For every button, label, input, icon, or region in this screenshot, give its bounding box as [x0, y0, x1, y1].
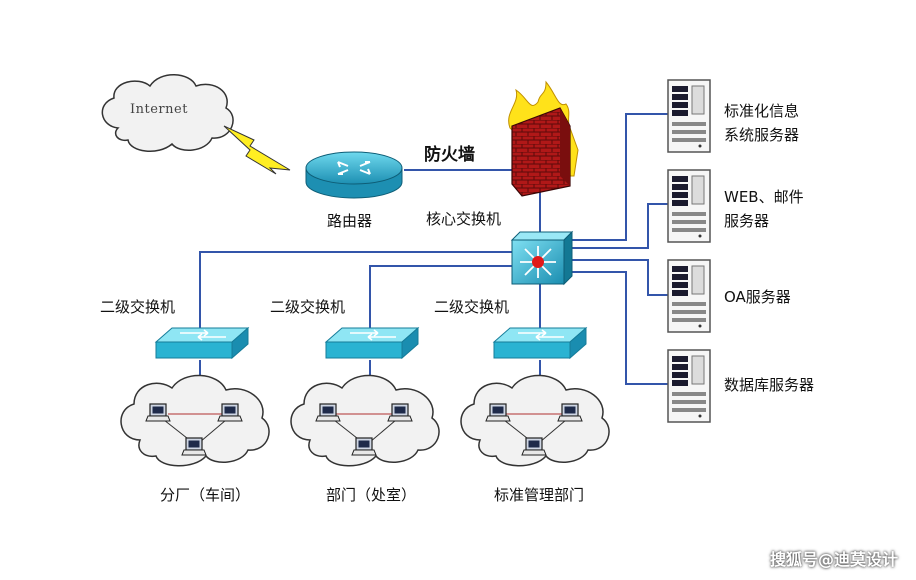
laptop-icon: [521, 437, 547, 456]
internet-cloud: [101, 74, 234, 152]
laptop-icon: [485, 403, 511, 422]
firewall-icon: [508, 80, 579, 197]
core-switch2-link: [369, 265, 512, 330]
core-switch-icon: [510, 230, 574, 286]
server-icon: [667, 259, 711, 333]
group-label: 分厂（车间）: [160, 486, 251, 504]
server-label: 系统服务器: [724, 126, 800, 144]
laptop-icon: [145, 403, 171, 422]
laptop-icon: [181, 437, 207, 456]
internet-label: Internet: [130, 102, 188, 117]
server-label: 服务器: [724, 212, 770, 230]
router-label: 路由器: [327, 212, 373, 230]
l2-switch-icon: [155, 327, 249, 359]
wan-link-bolt: [223, 125, 291, 175]
core-switch-label: 核心交换机: [426, 210, 502, 228]
lan-cloud: [460, 374, 610, 467]
l2-switch-icon: [325, 327, 419, 359]
laptop-icon: [387, 403, 413, 422]
firewall-label: 防火墙: [424, 145, 475, 165]
core-server3-link: [572, 259, 668, 296]
server-label: 数据库服务器: [724, 376, 815, 394]
server-icon: [667, 79, 711, 153]
laptop-icon: [217, 403, 243, 422]
server-icon: [667, 349, 711, 423]
server-label: OA服务器: [724, 288, 791, 306]
core-server2-link: [572, 203, 668, 249]
l2-switch-label: 二级交换机: [100, 298, 176, 316]
laptop-icon: [351, 437, 377, 456]
server-icon: [667, 169, 711, 243]
network-lines: [199, 113, 668, 392]
l2-switch-label: 二级交换机: [434, 298, 510, 316]
server-label: 标准化信息: [724, 102, 800, 120]
l2-switch-label: 二级交换机: [270, 298, 346, 316]
group-label: 标准管理部门: [494, 486, 585, 504]
core-server1-link: [572, 113, 668, 241]
watermark: 搜狐号@迪莫设计: [769, 550, 898, 569]
core-switch1-link: [199, 251, 512, 328]
server-label: WEB、邮件: [724, 188, 804, 206]
group-label: 部门（处室）: [326, 486, 417, 504]
lan-cloud: [290, 374, 440, 467]
laptop-icon: [557, 403, 583, 422]
core-server4-link: [572, 271, 668, 385]
lan-cloud: [120, 374, 270, 467]
laptop-icon: [315, 403, 341, 422]
router-icon: [305, 151, 403, 199]
l2-switch-icon: [493, 327, 587, 359]
